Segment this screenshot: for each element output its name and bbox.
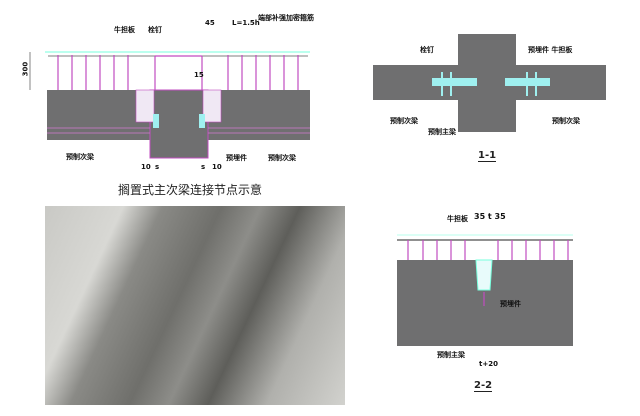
label-secondary-beam-left: 预制次梁 [66, 153, 94, 161]
main-detail-caption: 搁置式主次梁连接节点示意 [118, 183, 263, 197]
label-1-1-secondary-beam-left: 预制次梁 [390, 117, 418, 125]
construction-photo [45, 206, 345, 405]
label-dim-15: 15 [194, 71, 204, 79]
label-2-2-corbel-plate: 牛担板 [447, 215, 468, 223]
label-dim-10-left: 10 [141, 163, 151, 171]
label-2-2-embedded-part: 预埋件 [500, 300, 521, 308]
label-2-2-main-beam: 预制主梁 [437, 351, 465, 359]
label-1-1-stud: 栓钉 [420, 46, 434, 54]
label-dim-s-right: s [201, 163, 206, 171]
label-1-1-main-beam: 预制主梁 [428, 128, 456, 136]
main-detail-drawing [29, 51, 310, 159]
label-2-2-dim-bottom: t+20 [479, 360, 498, 368]
section-1-1-title: 1-1 [478, 150, 497, 162]
label-embedded-part: 预埋件 [226, 154, 247, 162]
label-2-2-dim-top: 35 t 35 [474, 212, 506, 221]
label-dim-300: 300 [21, 61, 30, 77]
section-2-2-drawing [397, 234, 573, 346]
section-1-1-drawing [373, 34, 606, 132]
label-secondary-beam-right: 预制次梁 [268, 154, 296, 162]
label-1-1-embedded-corbel: 预埋件 牛担板 [528, 46, 573, 54]
label-dim-45: 45 [205, 19, 215, 27]
label-dim-L: L=1.5h [232, 19, 260, 27]
label-dim-s-left: s [155, 163, 160, 171]
label-corbel-plate: 牛担板 [114, 26, 135, 34]
section-2-2-title: 2-2 [474, 380, 493, 392]
label-stud: 栓钉 [148, 26, 162, 34]
label-end-stirrups: 端部补强加密箍筋 [258, 14, 314, 22]
label-1-1-secondary-beam-right: 预制次梁 [552, 117, 580, 125]
label-dim-10-right: 10 [212, 163, 222, 171]
